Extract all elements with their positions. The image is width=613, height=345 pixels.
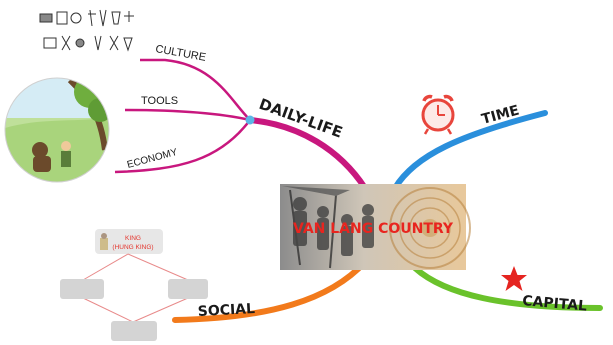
warriors-illustration <box>282 186 374 269</box>
star-icon <box>501 266 527 291</box>
hierarchy-link <box>127 253 189 281</box>
hierarchy-top-label-line1: KING <box>125 235 141 242</box>
center-image: VAN LANG COUNTRY <box>280 184 471 270</box>
hierarchy-box <box>60 279 104 299</box>
time-line <box>392 110 548 191</box>
daily-life-node <box>245 115 255 125</box>
hierarchy-box <box>111 321 157 341</box>
farm-scene-icon <box>4 77 110 183</box>
tools-label: TOOLS <box>141 95 178 107</box>
social-line <box>172 259 368 323</box>
capital-line <box>412 265 603 311</box>
hierarchy-link <box>132 297 189 323</box>
hierarchy-link <box>82 297 134 323</box>
branch-time: TIME <box>392 94 548 191</box>
bronze-drum-pattern <box>389 187 471 269</box>
branch-social: SOCIAL <box>172 259 368 323</box>
social-label: SOCIAL <box>197 301 255 320</box>
hierarchy-top-label-line2: (HUNG KING) <box>112 244 153 251</box>
branch-capital: CAPITAL <box>412 265 603 315</box>
hierarchy-box <box>168 279 208 299</box>
branch-daily-life: DAILY-LIFE CULTURE TOOLS ECONOMY <box>114 43 368 191</box>
artifact-sketches-icon <box>39 9 134 52</box>
hierarchy-top-box <box>95 229 163 254</box>
culture-line <box>140 58 251 121</box>
alarm-clock-icon <box>421 94 455 135</box>
daily-life-main-line <box>247 117 368 191</box>
economy-line <box>114 119 251 174</box>
capital-label: CAPITAL <box>522 293 588 315</box>
hierarchy-diagram: KING (HUNG KING) <box>60 229 208 341</box>
hierarchy-link <box>82 253 129 281</box>
center-title: VAN LANG COUNTRY <box>293 221 454 237</box>
tools-line <box>124 108 251 122</box>
